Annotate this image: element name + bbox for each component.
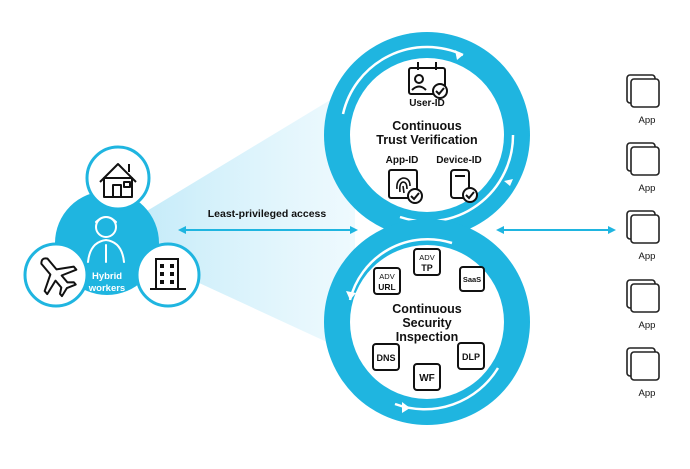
app-id-fingerprint-icon [388,169,423,204]
user-id-label: User-ID [409,98,445,109]
user-id-icon [408,62,448,99]
app-item: App [626,347,660,399]
app-label: App [639,251,656,262]
airplane-icon [40,257,78,298]
access-beam [132,85,355,355]
trust-title-line2: Trust Verification [376,133,477,147]
apps-arrow [496,226,616,234]
app-icon [626,279,660,313]
app-item: App [626,142,660,194]
building-icon [150,258,186,290]
house-icon [99,163,137,198]
svg-text:DLP: DLP [462,352,480,362]
svg-text:ADV: ADV [379,272,394,281]
svg-text:SaaS: SaaS [463,275,481,284]
access-label: Least-privileged access [208,208,327,220]
trust-title-line1: Continuous [392,119,461,133]
workers-label-line1: Hybrid [92,271,122,282]
svg-text:DNS: DNS [376,353,395,363]
app-id-label: App-ID [386,155,419,166]
device-id-phone-icon [450,169,478,203]
app-icon [626,347,660,381]
app-label: App [639,183,656,194]
security-title-line1: Continuous [392,302,461,316]
app-icon [626,210,660,244]
wf-icon: WF [413,363,441,391]
svg-text:TP: TP [421,263,433,273]
svg-text:URL: URL [378,282,395,292]
app-item: App [626,210,660,262]
saas-icon: SaaS [459,266,485,292]
security-title-line3: Inspection [396,330,459,344]
app-item: App [626,74,660,126]
security-title-line2: Security [402,316,451,330]
svg-text:ADV: ADV [419,253,434,262]
svg-text:WF: WF [419,373,435,384]
person-icon [87,216,125,263]
workers-label-line2: workers [88,283,125,294]
access-arrow [178,226,358,234]
adv-url-icon: ADV URL [373,267,401,295]
app-item: App [626,279,660,331]
hybrid-workers-group: Hybrid workers [23,145,201,308]
app-label: App [639,115,656,126]
app-label: App [639,320,656,331]
dlp-icon: DLP [457,342,485,370]
dns-icon: DNS [372,343,400,371]
app-icon [626,142,660,176]
app-label: App [639,388,656,399]
app-icon [626,74,660,108]
adv-tp-icon: ADV TP [413,248,441,276]
device-id-label: Device-ID [436,155,482,166]
